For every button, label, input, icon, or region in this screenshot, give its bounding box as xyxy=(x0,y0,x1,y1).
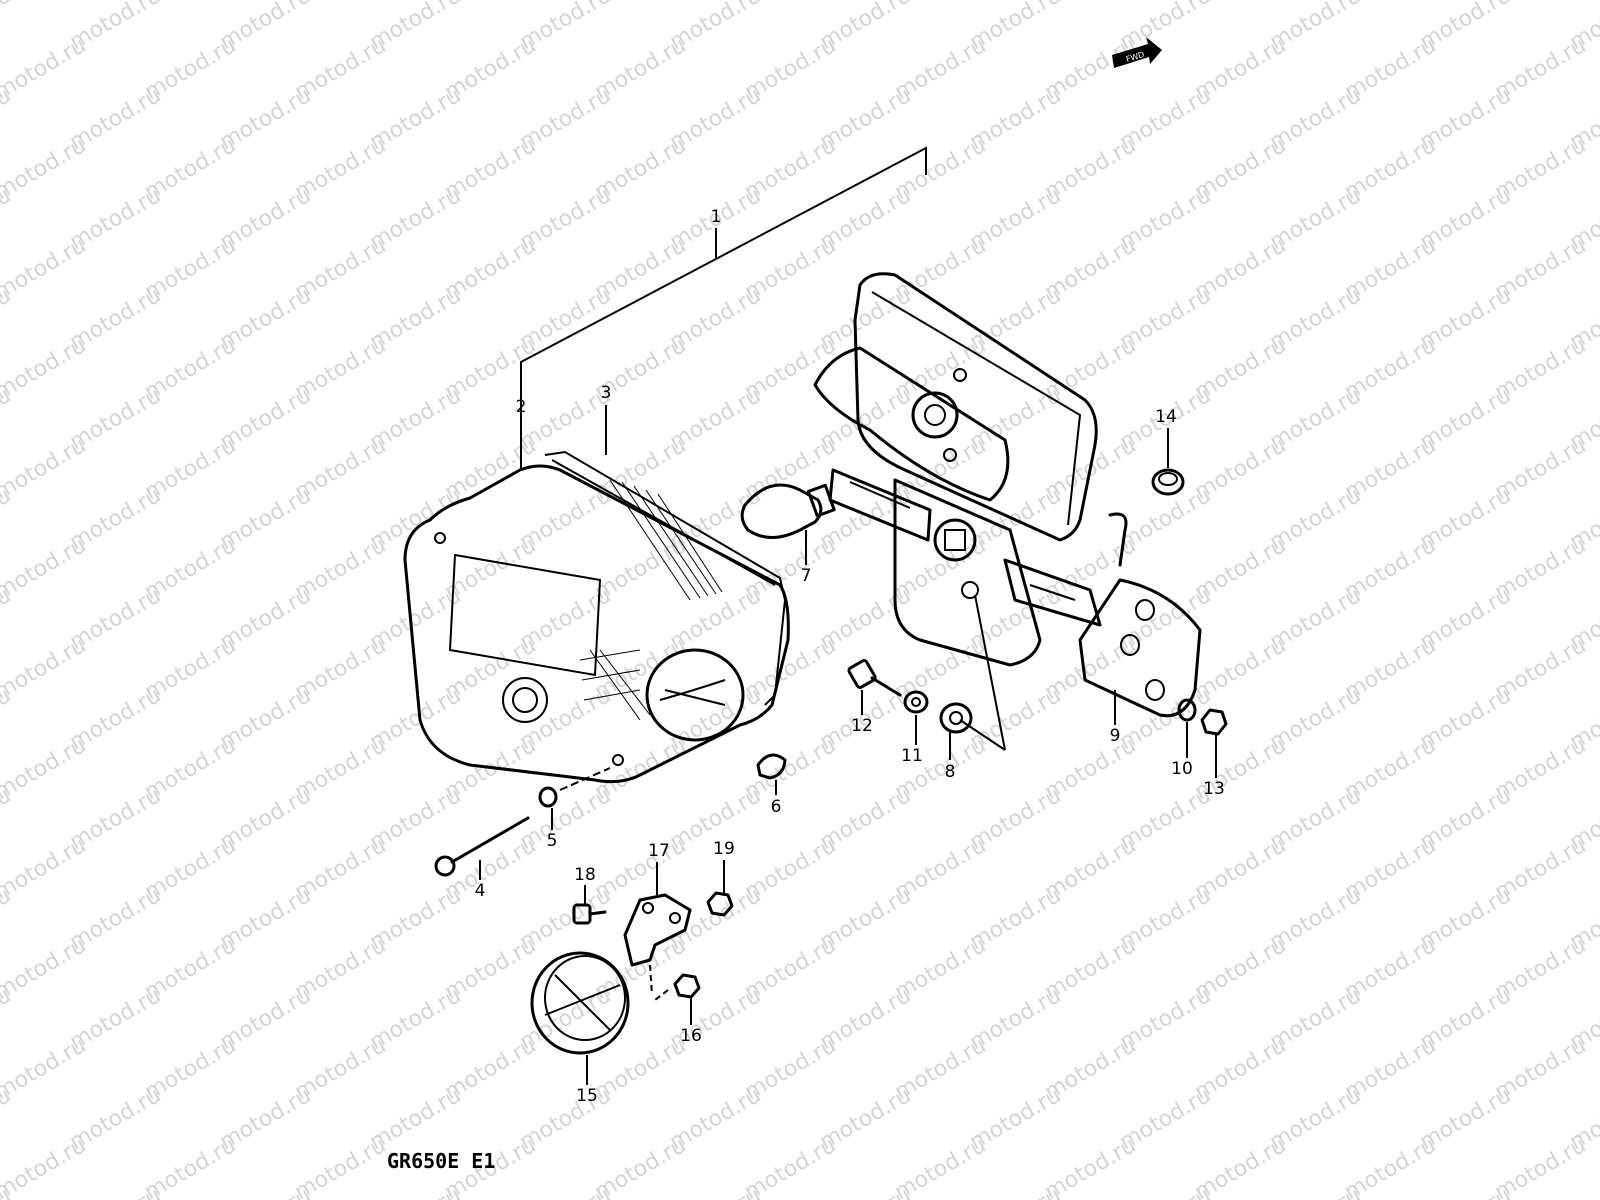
callout-4: 4 xyxy=(475,881,486,901)
callout-19: 19 xyxy=(713,839,735,859)
callout-6: 6 xyxy=(771,797,782,817)
part-6-cap xyxy=(756,753,787,780)
callout-16: 16 xyxy=(680,1026,702,1046)
watermark-text: motod.ru xyxy=(366,1183,466,1200)
callout-2: 2 xyxy=(516,397,527,417)
watermark-text: motod.ru xyxy=(1566,1183,1600,1200)
watermark-text: motod.ru xyxy=(1116,1183,1216,1200)
callout-12: 12 xyxy=(851,716,873,736)
watermark-text: motod.ru xyxy=(0,1033,90,1105)
model-code: GR650E E1 xyxy=(387,1149,495,1173)
watermark-text: motod.ru xyxy=(0,333,90,405)
assembly-bracket xyxy=(520,146,927,470)
callout-8: 8 xyxy=(945,762,956,782)
watermark-text: motod.ru xyxy=(966,1183,1066,1200)
callout-5: 5 xyxy=(547,831,558,851)
callout-15: 15 xyxy=(576,1086,598,1106)
watermark-text: motod.ru xyxy=(0,433,90,505)
watermark-text: motod.ru xyxy=(1266,1183,1366,1200)
watermark-text: motod.ru xyxy=(0,933,90,1005)
part-5-washer xyxy=(538,767,611,808)
part-16-nut xyxy=(654,973,701,1001)
part-18-screw xyxy=(572,903,607,925)
callout-17: 17 xyxy=(648,841,670,861)
watermark-text: motod.ru xyxy=(1416,1183,1516,1200)
tail-lamp-lens xyxy=(403,450,790,784)
watermark-text: motod.ru xyxy=(0,733,90,805)
watermark-text: motod.ru xyxy=(0,633,90,705)
callout-9: 9 xyxy=(1110,726,1121,746)
watermark-text: motod.ru xyxy=(816,1183,916,1200)
watermark-text: motod.ru xyxy=(516,1183,616,1200)
part-12-bolt xyxy=(847,659,902,697)
watermark-text: motod.ru xyxy=(0,533,90,605)
callout-10: 10 xyxy=(1171,759,1193,779)
watermark-text: motod.ru xyxy=(0,0,15,55)
part-11-washer xyxy=(903,690,929,714)
part-17-bracket xyxy=(623,893,692,996)
part-19-nut xyxy=(706,891,734,917)
watermark-text: motod.ru xyxy=(0,133,90,205)
watermark-text: motod.ru xyxy=(0,1133,90,1200)
callout-labels: 1 2 3 4 5 6 7 8 9 10 11 12 13 14 15 16 1… xyxy=(475,207,1225,1106)
watermark-text: motod.ru xyxy=(0,833,90,905)
callout-18: 18 xyxy=(574,865,596,885)
part-14-grommet xyxy=(1151,468,1185,496)
part-15-reflector xyxy=(530,951,630,1055)
callout-1: 1 xyxy=(711,207,722,227)
watermark-text: motod.ru xyxy=(666,1183,766,1200)
watermark-text: motod.ru xyxy=(0,233,90,305)
part-10-spacer xyxy=(1177,698,1197,722)
part-13-nut xyxy=(1200,708,1228,736)
callout-13: 13 xyxy=(1203,779,1225,799)
watermark-text: motod.ru xyxy=(0,33,90,105)
callout-11: 11 xyxy=(901,746,923,766)
part-4-screw xyxy=(434,816,530,877)
part-8-grommet xyxy=(939,702,973,734)
callout-3: 3 xyxy=(601,383,612,403)
watermark-text: motod.ru xyxy=(66,1183,166,1200)
lamp-base-housing xyxy=(813,272,1128,751)
watermark-text: motod.ru xyxy=(216,1183,316,1200)
callout-7: 7 xyxy=(801,566,812,586)
callout-leaders xyxy=(479,405,1217,1085)
callout-14: 14 xyxy=(1155,407,1177,427)
part-9-bracket xyxy=(1078,578,1202,718)
